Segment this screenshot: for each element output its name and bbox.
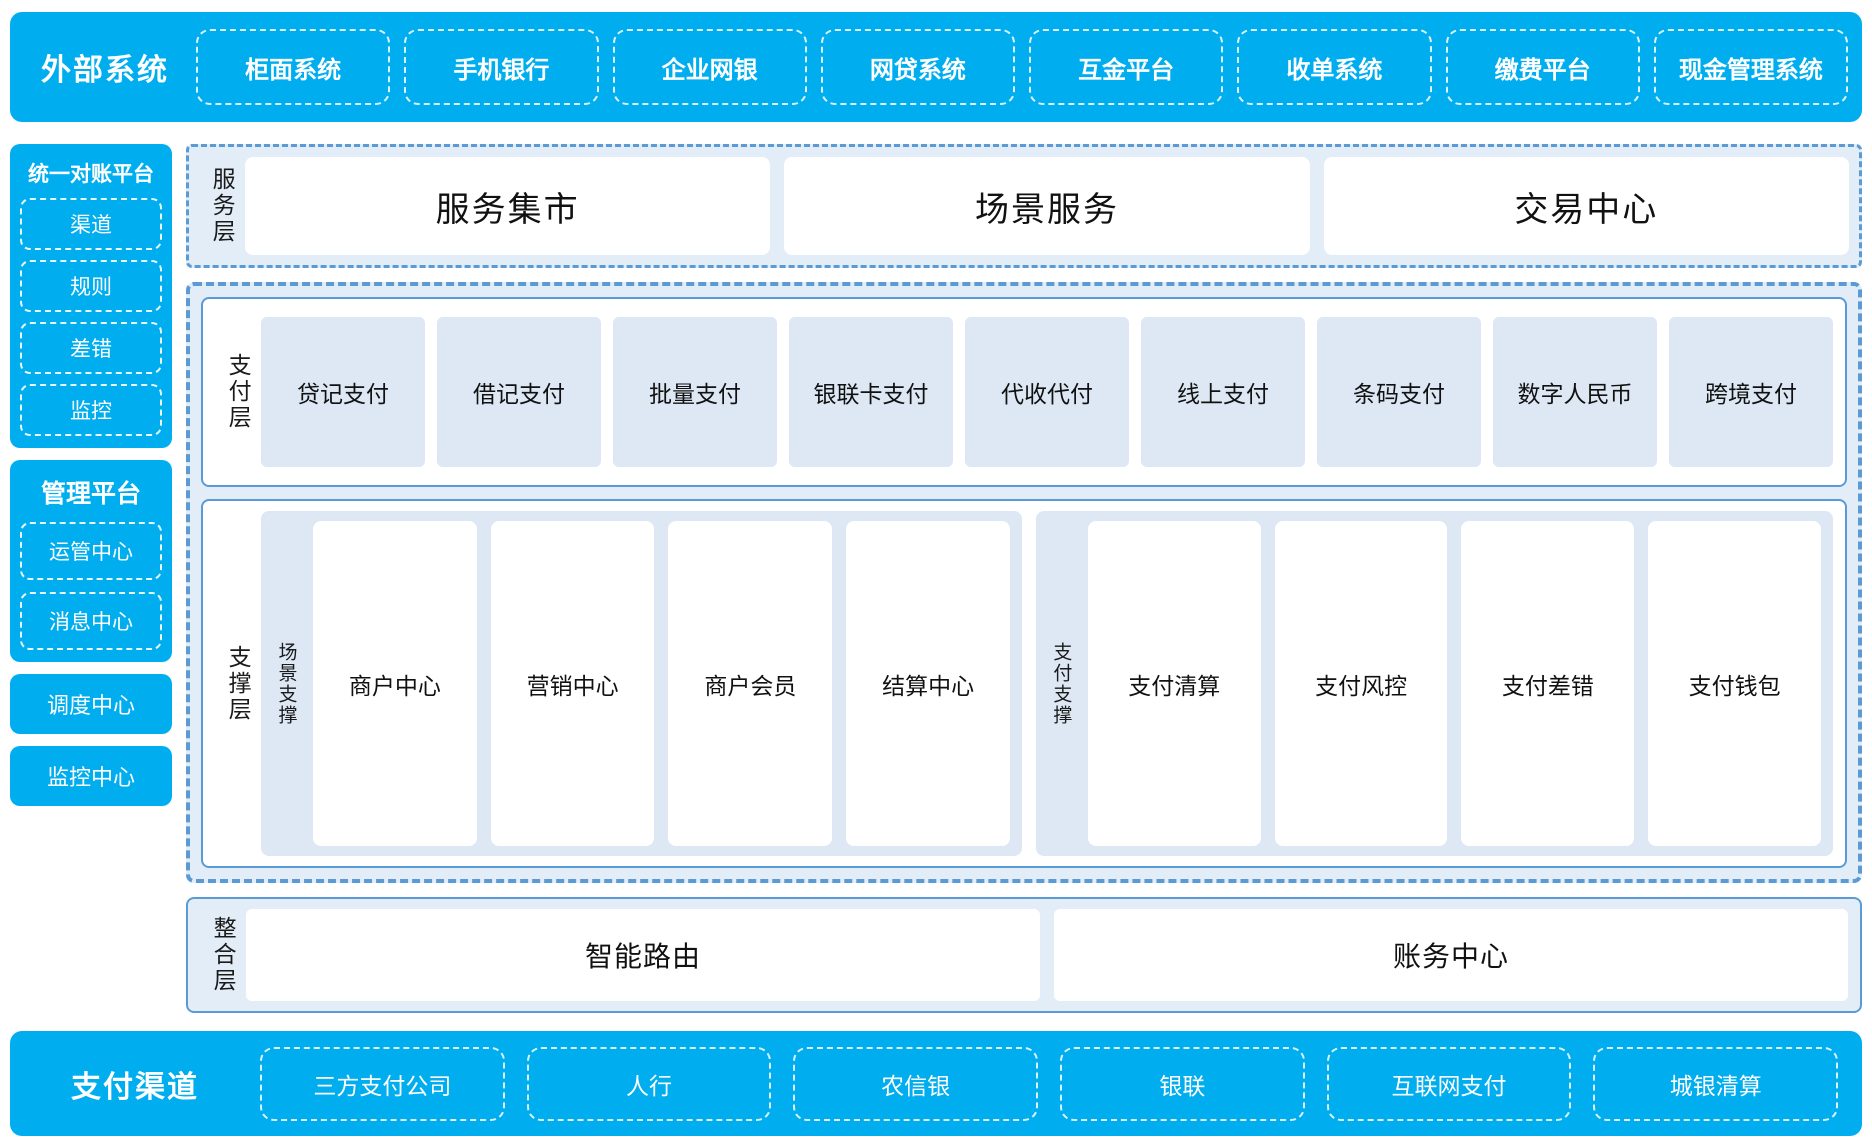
service-layer-card-list: 服务集市 场景服务 交易中心 [245,157,1849,255]
support-card-marketing-center[interactable]: 营销中心 [490,521,655,846]
service-card-marketplace[interactable]: 服务集市 [245,157,771,255]
integration-card-smart-routing[interactable]: 智能路由 [246,909,1040,1001]
payment-channels-list: 三方支付公司 人行 农信银 银联 互联网支付 城银清算 [260,1046,1839,1121]
external-system-item[interactable]: 网贷系统 [820,29,1015,105]
payment-channel-item[interactable]: 银联 [1060,1046,1305,1121]
external-system-item[interactable]: 收单系统 [1237,29,1432,105]
payment-card-credit[interactable]: 贷记支付 [261,317,425,467]
support-layer-group-list: 场景支撑 商户中心 营销中心 商户会员 结算中心 支付支撑 支付清算 [261,511,1833,856]
support-card-settlement-center[interactable]: 结算中心 [846,521,1010,846]
core-platform-container: 支付层 贷记支付 借记支付 批量支付 银联卡支付 代收代付 线上支付 条码支付 … [186,282,1862,883]
support-card-payment-wallet[interactable]: 支付钱包 [1648,521,1821,846]
integration-layer-card-list: 智能路由 账务中心 [246,909,1848,1001]
payment-card-digital-rmb[interactable]: 数字人民币 [1493,317,1657,467]
payment-card-online[interactable]: 线上支付 [1141,317,1305,467]
external-systems-title: 外部系统 [41,54,169,87]
support-card-merchant-member[interactable]: 商户会员 [668,521,833,846]
reconciliation-item-list: 渠道 规则 差错 监控 [20,198,162,436]
sidebar-item-monitoring-center[interactable]: 监控中心 [10,746,172,806]
payment-card-debit[interactable]: 借记支付 [437,317,601,467]
integration-card-accounting-center[interactable]: 账务中心 [1054,909,1848,1001]
reconciliation-platform-title: 统一对账平台 [28,163,154,186]
sidebar-panel-management: 管理平台 运管中心 消息中心 [10,460,172,662]
external-system-item[interactable]: 互金平台 [1029,29,1224,105]
service-card-transaction-center[interactable]: 交易中心 [1323,157,1849,255]
external-system-item[interactable]: 柜面系统 [196,29,391,105]
management-platform-title: 管理平台 [40,480,141,508]
payment-channel-item[interactable]: 城银清算 [1593,1046,1839,1121]
scenario-support-label: 场景支撑 [275,641,297,726]
sidebar-item-message-center[interactable]: 消息中心 [20,592,162,650]
payment-channel-item[interactable]: 农信银 [793,1046,1039,1121]
sidebar-item-error[interactable]: 差错 [20,322,162,374]
sidebar-item-scheduling-center[interactable]: 调度中心 [10,674,172,734]
content-column: 服务层 服务集市 场景服务 交易中心 支付层 贷记支付 借记支付 批量支付 银联… [186,144,1862,1013]
sidebar: 统一对账平台 渠道 规则 差错 监控 管理平台 运管中心 消息中心 调度中心 监… [10,144,172,1013]
support-layer-label: 支撑层 [225,644,252,723]
sidebar-spacer [10,818,172,1013]
payment-layer-panel: 支付层 贷记支付 借记支付 批量支付 银联卡支付 代收代付 线上支付 条码支付 … [201,297,1847,487]
service-layer-label: 服务层 [209,167,236,245]
payment-support-label: 支付支撑 [1050,641,1072,726]
payment-channel-item[interactable]: 互联网支付 [1326,1046,1572,1121]
payment-channels-title: 支付渠道 [71,1070,199,1104]
scenario-support-card-list: 商户中心 营销中心 商户会员 结算中心 [313,521,1010,846]
payment-support-card-list: 支付清算 支付风控 支付差错 支付钱包 [1087,521,1821,846]
payment-card-barcode[interactable]: 条码支付 [1317,317,1481,467]
support-group-scenario: 场景支撑 商户中心 营销中心 商户会员 结算中心 [261,511,1022,856]
support-card-payment-clearing[interactable]: 支付清算 [1087,521,1261,846]
payment-card-cross-border[interactable]: 跨境支付 [1669,317,1833,467]
management-item-list: 运管中心 消息中心 [20,522,162,650]
support-card-merchant-center[interactable]: 商户中心 [313,521,477,846]
payment-channel-item[interactable]: 人行 [526,1046,772,1121]
payment-card-collection-payment[interactable]: 代收代付 [965,317,1129,467]
external-system-item[interactable]: 缴费平台 [1445,29,1640,105]
external-systems-bar: 外部系统 柜面系统 手机银行 企业网银 网贷系统 互金平台 收单系统 缴费平台 … [10,12,1862,122]
sidebar-panel-reconciliation: 统一对账平台 渠道 规则 差错 监控 [10,144,172,448]
sidebar-item-operations-center[interactable]: 运管中心 [20,522,162,580]
integration-layer-container: 整合层 智能路由 账务中心 [186,897,1862,1013]
payment-card-unionpay[interactable]: 银联卡支付 [789,317,953,467]
sidebar-item-channel[interactable]: 渠道 [20,198,162,250]
payment-card-batch[interactable]: 批量支付 [613,317,777,467]
payment-layer-card-list: 贷记支付 借记支付 批量支付 银联卡支付 代收代付 线上支付 条码支付 数字人民… [261,309,1833,475]
external-system-item[interactable]: 企业网银 [612,29,807,105]
support-card-payment-error[interactable]: 支付差错 [1461,521,1635,846]
external-system-item[interactable]: 手机银行 [404,29,599,105]
support-group-payment: 支付支撑 支付清算 支付风控 支付差错 支付钱包 [1035,511,1833,856]
external-systems-list: 柜面系统 手机银行 企业网银 网贷系统 互金平台 收单系统 缴费平台 现金管理系… [196,29,1848,105]
service-layer-container: 服务层 服务集市 场景服务 交易中心 [186,144,1862,268]
support-card-payment-risk[interactable]: 支付风控 [1274,521,1448,846]
sidebar-item-rule[interactable]: 规则 [20,260,162,312]
payment-layer-label: 支付层 [225,353,252,431]
payment-channel-item[interactable]: 三方支付公司 [260,1046,505,1121]
service-card-scenario[interactable]: 场景服务 [784,157,1310,255]
integration-layer-label: 整合层 [210,916,237,994]
payment-channels-bar: 支付渠道 三方支付公司 人行 农信银 银联 互联网支付 城银清算 [10,1031,1862,1136]
external-system-item[interactable]: 现金管理系统 [1653,29,1848,105]
middle-region: 统一对账平台 渠道 规则 差错 监控 管理平台 运管中心 消息中心 调度中心 监… [10,144,1862,1013]
sidebar-item-monitor[interactable]: 监控 [20,384,162,436]
support-layer-panel: 支撑层 场景支撑 商户中心 营销中心 商户会员 结算中心 [201,499,1847,868]
